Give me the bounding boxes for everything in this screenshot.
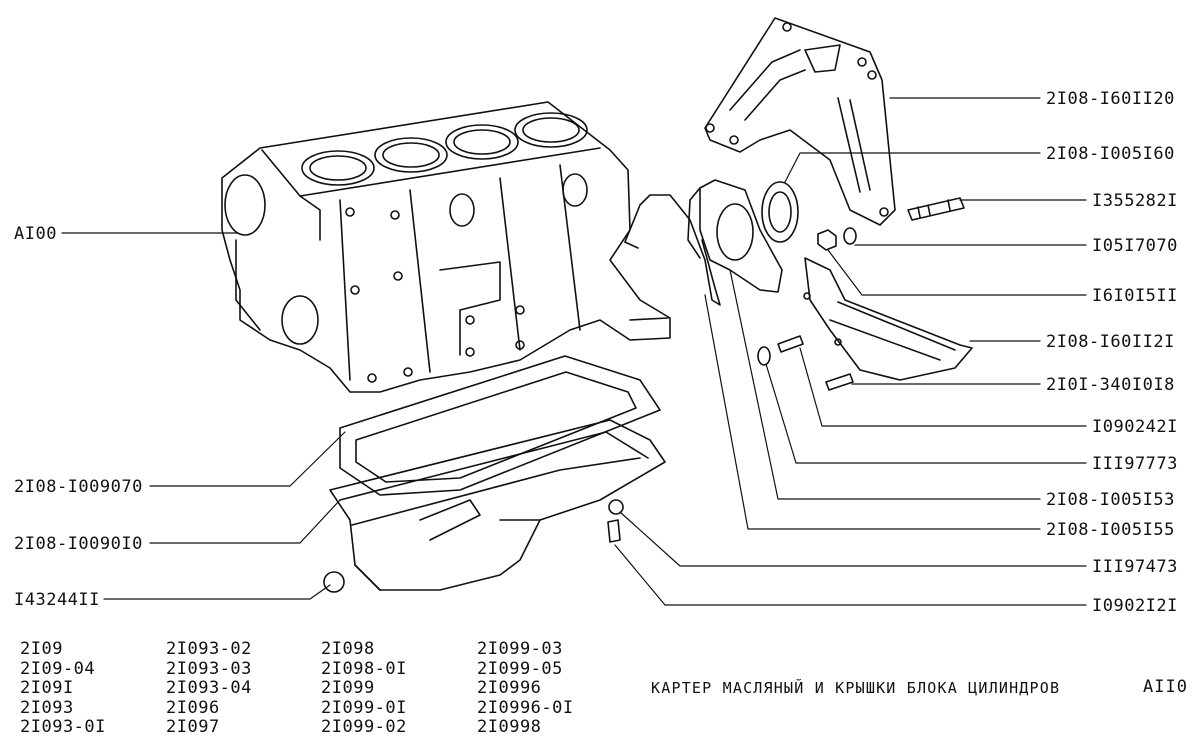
model-item: 2I099-05	[477, 658, 563, 679]
model-item: 2I093-02	[166, 639, 252, 659]
label-rear-bracket: 2I08-I60II20	[1046, 89, 1175, 109]
rear-cover-drawing	[687, 179, 783, 293]
washer-drawing	[843, 227, 857, 245]
model-item: 2I093-0I	[20, 717, 106, 737]
oil-pan-drawing	[329, 419, 666, 591]
models-column-3: 2I098 2I098-0I 2I099 2I099-0I 2I099-02	[321, 639, 407, 738]
label-cover-bolt: 2I0I-340I0I8	[1046, 375, 1175, 395]
models-column-4: 2I099-03 2I099-05 2I0996 2I0996-0I 2I099…	[477, 639, 574, 738]
bolt-b-drawing	[607, 519, 621, 543]
model-item: 2I099-0I	[321, 697, 407, 718]
label-oil-pan: 2I08-I0090I0	[14, 534, 143, 554]
label-block: AI00	[14, 224, 57, 244]
label-stud: I355282I	[1092, 191, 1178, 211]
clutch-cover-drawing	[803, 257, 973, 381]
model-item: 2I096	[166, 697, 220, 718]
label-bolt-b: I0902I2I	[1092, 596, 1178, 616]
model-item: 2I093-04	[166, 678, 252, 698]
label-washer-a: III97773	[1092, 454, 1178, 474]
nut-drawing	[817, 229, 837, 251]
rear-gasket-drawing	[624, 194, 721, 306]
label-washer: I6I0I5II	[1092, 286, 1178, 306]
cylinder-block-drawing	[221, 101, 671, 393]
model-item: 2I09-04	[20, 658, 96, 679]
washer-a-drawing	[757, 346, 771, 366]
oil-seal-drawing	[761, 181, 799, 243]
label-drain-plug: I43244II	[14, 590, 100, 610]
label-washer-b: III97473	[1092, 557, 1178, 577]
model-item: 2I09I	[20, 678, 74, 698]
bolt-a-drawing	[777, 335, 804, 353]
washer-b-drawing	[608, 499, 624, 515]
models-column-1: 2I09 2I09-04 2I09I 2I093 2I093-0I	[20, 639, 106, 738]
rear-bracket-drawing	[704, 17, 896, 226]
label-seal: 2I08-I005I60	[1046, 144, 1175, 164]
model-item: 2I098-0I	[321, 658, 407, 679]
label-rear-cover: 2I08-I005I53	[1046, 490, 1175, 510]
leader-lines	[61, 97, 1087, 606]
drain-plug-drawing	[323, 571, 345, 593]
stud-drawing	[907, 197, 965, 221]
page-code: AII0	[1143, 677, 1188, 697]
model-item: 2I099-02	[321, 717, 407, 737]
label-nut: I05I7070	[1092, 236, 1178, 256]
model-item: 2I093-03	[166, 658, 252, 679]
model-item: 2I09	[20, 639, 63, 659]
oil-pan-gasket-drawing	[339, 355, 661, 496]
model-item: 2I0996	[477, 678, 542, 698]
label-bolt-a: I090242I	[1092, 417, 1178, 437]
diagram-title: КАРТЕР МАСЛЯНЫЙ И КРЫШКИ БЛОКА ЦИЛИНДРОВ	[651, 679, 1061, 697]
model-item: 2I098	[321, 639, 375, 659]
cover-bolt-drawing	[825, 373, 854, 391]
model-item: 2I093	[20, 697, 74, 718]
label-clutch-cover: 2I08-I60II2I	[1046, 332, 1175, 352]
label-rear-gasket: 2I08-I005I55	[1046, 520, 1175, 540]
model-item: 2I097	[166, 717, 220, 737]
model-item: 2I0998	[477, 717, 542, 737]
model-item: 2I0996-0I	[477, 697, 574, 718]
label-pan-gasket: 2I08-I009070	[14, 477, 143, 497]
model-item: 2I099	[321, 678, 375, 698]
models-column-2: 2I093-02 2I093-03 2I093-04 2I096 2I097	[166, 639, 252, 738]
model-item: 2I099-03	[477, 639, 563, 659]
